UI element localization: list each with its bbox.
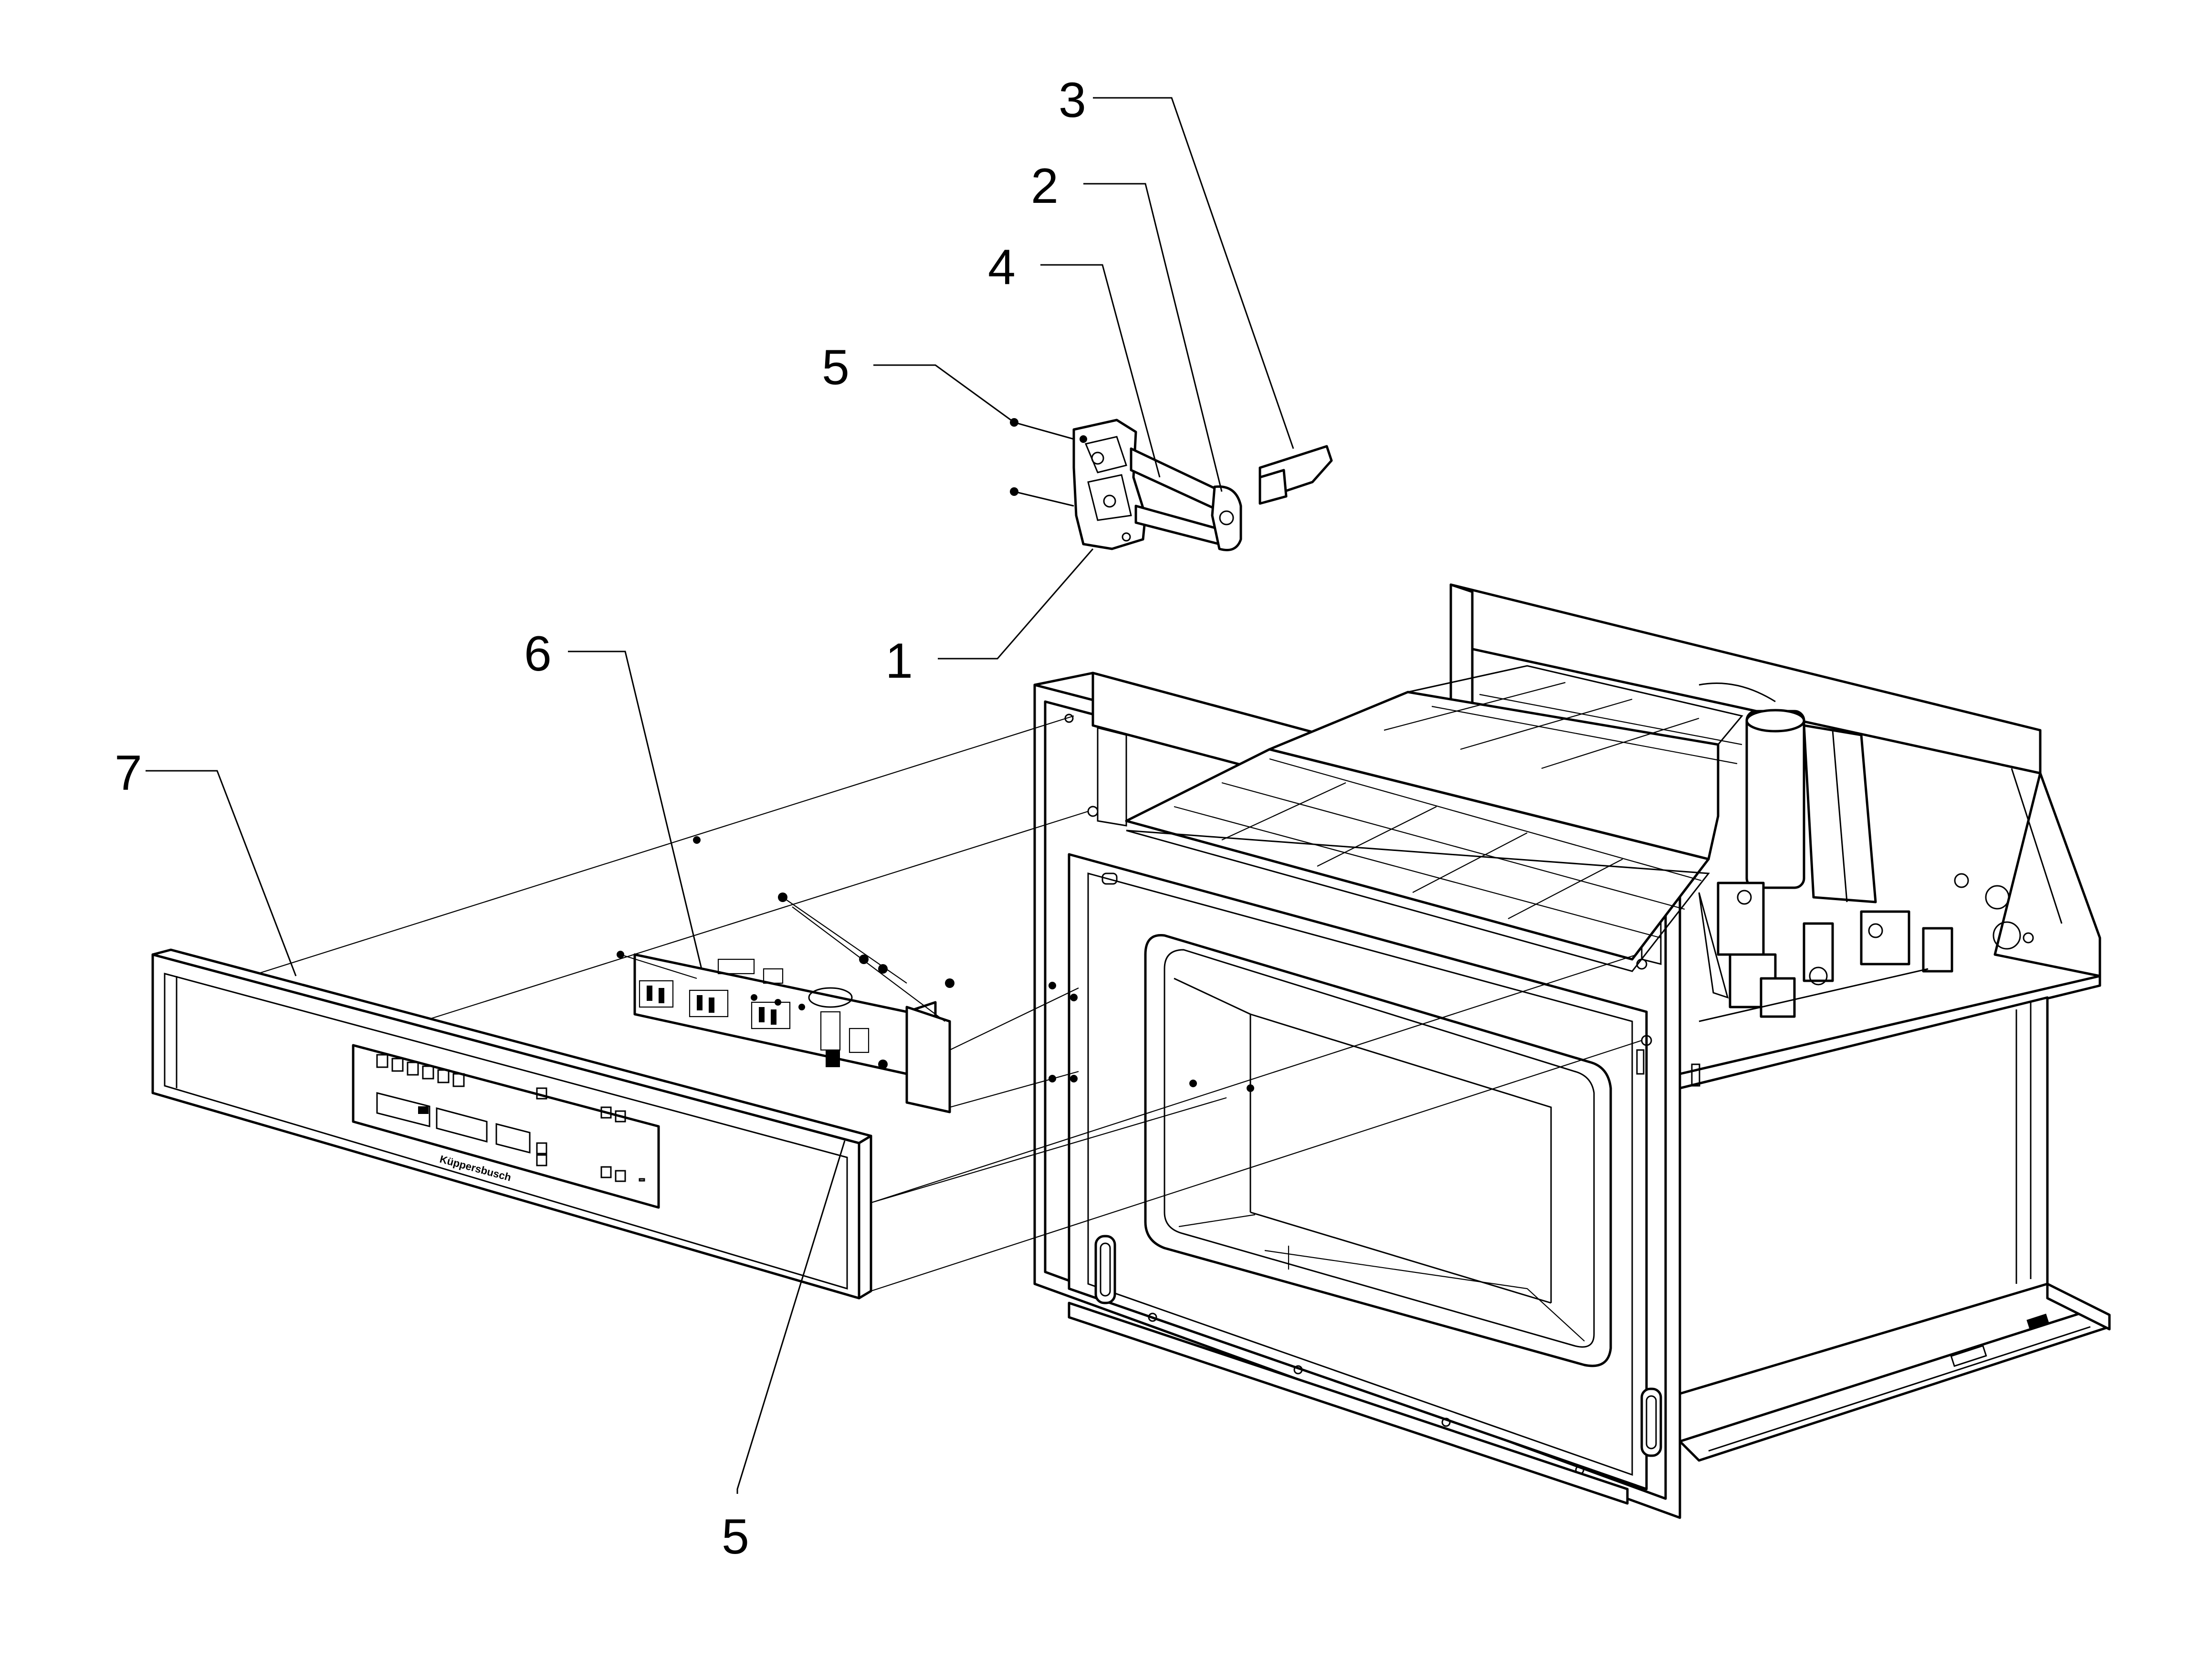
callout-6: 6 (524, 626, 552, 682)
callouts: 3 2 4 5 1 6 7 5 (115, 73, 1086, 1564)
assembly-lines (257, 715, 1642, 1292)
control-panel-fascia: Küppersbusch (151, 948, 872, 1300)
door-switch-assembly (1010, 418, 1333, 551)
callout-5-top: 5 (822, 340, 850, 395)
screws-panel (617, 836, 1254, 1092)
leader-lines (146, 97, 1294, 1494)
electronic-control-board (633, 953, 951, 1113)
oven-body (1033, 583, 2111, 1519)
callout-7: 7 (115, 746, 142, 801)
callout-3: 3 (1059, 73, 1086, 128)
callout-4: 4 (988, 240, 1016, 295)
callout-1: 1 (885, 633, 913, 689)
callout-2: 2 (1031, 158, 1059, 214)
callout-5-bottom: 5 (722, 1509, 749, 1564)
